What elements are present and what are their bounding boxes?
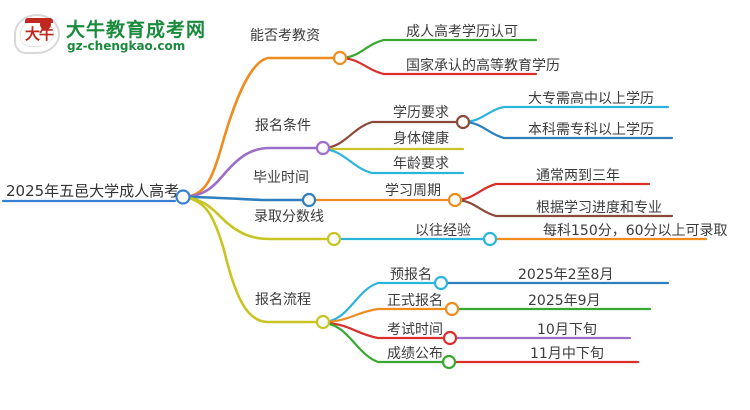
- leaf-label-dazhuan-gaozhong[interactable]: 大专需高中以上学历: [528, 91, 654, 107]
- node-root: [175, 189, 191, 205]
- logo-bubble-icon: 大牛: [14, 14, 60, 54]
- node-zhengshi-baoming: [444, 301, 460, 317]
- branch-label-luqu-fenshuxian[interactable]: 录取分数线: [254, 209, 324, 225]
- root-label[interactable]: 2025年五邑大学成人高考: [6, 182, 180, 200]
- wire-tongchang-liangsan: [453, 182, 651, 202]
- leaf-label-chengren-gaokao-xueli-renke[interactable]: 成人高考学历认可: [406, 24, 518, 40]
- leaf-label-guojia-chengren-xueli[interactable]: 国家承认的高等教育学历: [406, 58, 560, 74]
- wire-chengren-renke: [338, 38, 538, 60]
- node-kaoshi-shijian: [442, 330, 458, 346]
- leaf-label-benke-zhuanke[interactable]: 本科需专科以上学历: [528, 122, 654, 138]
- branch-label-shenti-jiankang[interactable]: 身体健康: [393, 131, 449, 147]
- node-yiwang-jingyan: [482, 231, 498, 247]
- branch-wire-biye: [181, 195, 311, 202]
- branch-label-nengfou-kao-jiaozi[interactable]: 能否考教资: [250, 28, 320, 44]
- wire-chengji-gongbu: [321, 321, 451, 364]
- node-baoming-tiaojian: [315, 140, 331, 156]
- leaf-label-10yue-xiaxun[interactable]: 10月下旬: [537, 322, 597, 338]
- branch-label-baoming-liucheng[interactable]: 报名流程: [255, 292, 311, 308]
- branch-wire-nengfou: [181, 56, 342, 199]
- branch-wire-baoming-tiaojian: [181, 146, 325, 199]
- branch-label-yubaoming[interactable]: 预报名: [390, 267, 432, 283]
- site-logo[interactable]: 大牛 大牛教育成考网 gz-chengkao.com: [14, 12, 244, 58]
- node-xueli-yaoqiu: [455, 114, 471, 130]
- leaf-label-11yue-zhongxiaxun[interactable]: 11月中下旬: [530, 346, 604, 362]
- node-nengfou: [332, 50, 348, 66]
- node-biye-shijian: [301, 192, 317, 208]
- branch-label-zhengshi-baoming[interactable]: 正式报名: [387, 293, 443, 309]
- branch-label-kaoshi-shijian[interactable]: 考试时间: [387, 322, 443, 338]
- logo-title: 大牛教育成考网: [66, 19, 207, 41]
- node-baoming-liucheng: [315, 314, 331, 330]
- branch-label-xuexi-zhouqi[interactable]: 学习周期: [385, 183, 441, 199]
- branch-label-yiwang-jingyan[interactable]: 以往经验: [415, 223, 471, 239]
- branch-wire-luqu: [181, 195, 336, 241]
- node-luqu-fenshuxian: [326, 231, 342, 247]
- branch-label-nianling-yaoqiu[interactable]: 年龄要求: [393, 156, 449, 172]
- node-chengji-gongbu: [441, 354, 457, 370]
- leaf-label-meike-150fen[interactable]: 每科150分，60分以上可录取: [543, 223, 728, 239]
- leaf-label-genju-xuexi-jindu[interactable]: 根据学习进度和专业: [536, 200, 662, 216]
- logo-badge-text: 大牛: [24, 25, 54, 43]
- branch-label-baoming-tiaojian[interactable]: 报名条件: [255, 118, 311, 134]
- leaf-label-tongchang-liang-dao-san-nian[interactable]: 通常两到三年: [536, 168, 620, 184]
- branch-wire-liucheng: [181, 195, 325, 324]
- branch-label-biye-shijian[interactable]: 毕业时间: [253, 170, 309, 186]
- wire-dazhuan: [461, 105, 670, 124]
- branch-label-chengji-gongbu[interactable]: 成绩公布: [387, 346, 443, 362]
- node-xuexi-zhouqi: [447, 192, 463, 208]
- leaf-label-2025-2-to-8[interactable]: 2025年2至8月: [518, 267, 614, 283]
- logo-subtitle: gz-chengkao.com: [67, 39, 186, 53]
- leaf-label-2025-9[interactable]: 2025年9月: [528, 293, 601, 309]
- branch-label-xueli-yaoqiu[interactable]: 学历要求: [393, 105, 449, 121]
- wire-zhengshi-baoming: [321, 307, 454, 324]
- node-yubaoming: [433, 275, 449, 291]
